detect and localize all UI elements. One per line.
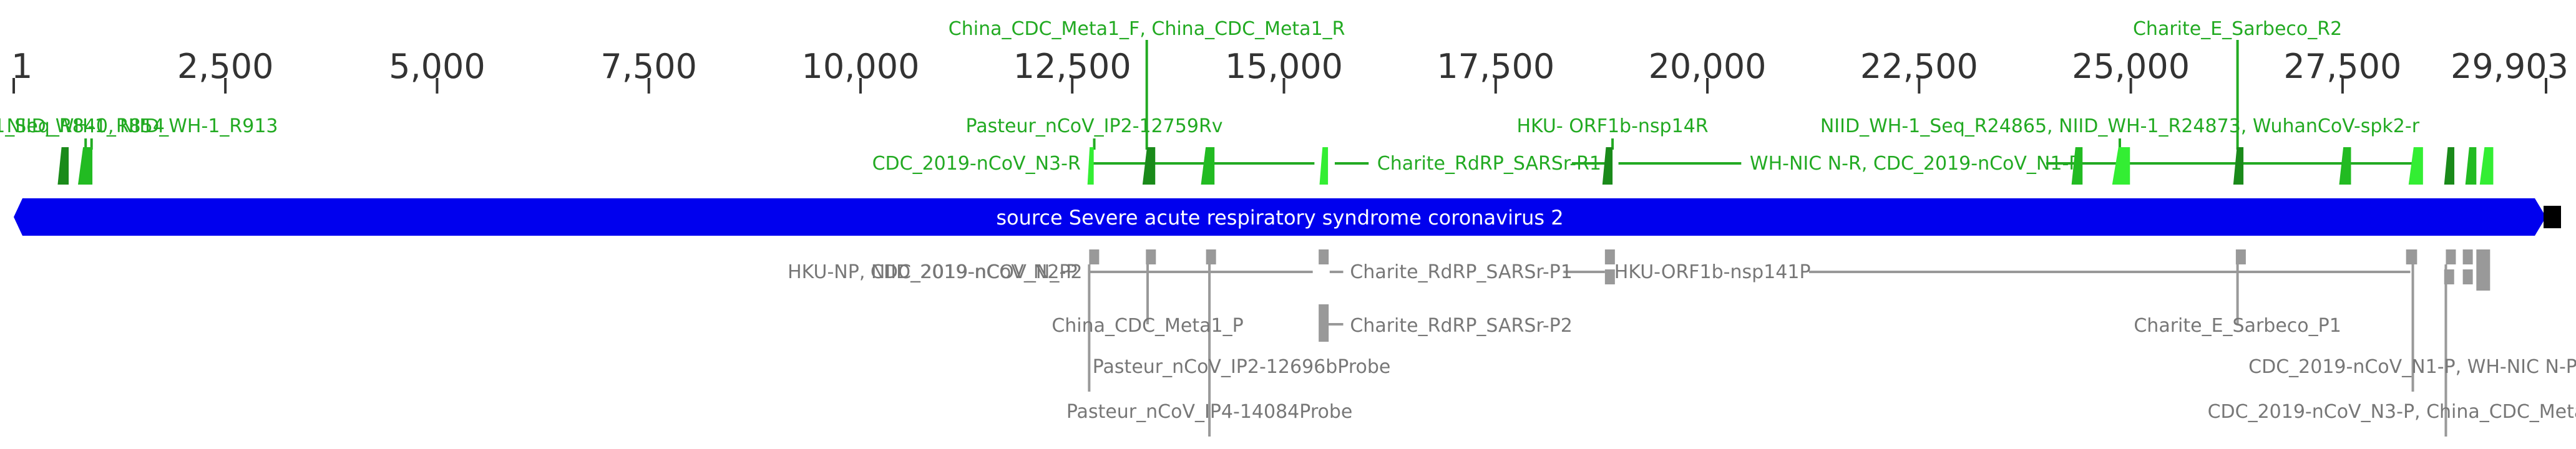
primer-mark	[1602, 147, 1613, 185]
primer-mark	[1142, 147, 1156, 185]
probe-label: Pasteur_nCoV_IP4-14084Probe	[1066, 401, 1353, 423]
probe-label: CDC_2019-nCoV_N3-P, China_CDC_Meta2_P	[2208, 401, 2576, 423]
primer-label: China_CDC_Meta1_F, China_CDC_Meta1_R	[949, 18, 1345, 40]
ruler-tick-label: 15,000	[1225, 47, 1343, 86]
probe-mark	[2406, 249, 2417, 264]
probe-label: HKU-NP, NIID_2019-nCOV_N_P2	[788, 261, 1082, 283]
primer-label: Pasteur_nCoV_IP2-12759Rv	[966, 115, 1223, 137]
source-feature-bar	[14, 198, 2546, 236]
probe-label: HKU-ORF1b-nsp141P	[1614, 261, 1811, 283]
primer-label: CDC_2019-nCoV_N3-R	[872, 153, 1081, 175]
ruler-tick-label: 17,500	[1437, 47, 1554, 86]
probe-label: Charite_RdRP_SARSr-P1	[1350, 261, 1572, 283]
primer-mark	[1319, 147, 1329, 185]
ruler-tick-label: 22,500	[1860, 47, 1978, 86]
probe-label: CDC_2019-nCoV_N2-P	[871, 261, 1077, 283]
ruler-tick-label: 27,500	[2283, 47, 2401, 86]
primer-mark	[2465, 147, 2477, 185]
primer-mark	[2112, 147, 2130, 185]
ruler-tick-label: 12,500	[1013, 47, 1131, 86]
probe-label: Pasteur_nCoV_IP2-12696bProbe	[1093, 356, 1391, 378]
probe-mark	[1089, 249, 1100, 264]
probe-mark	[1604, 269, 1615, 284]
primer-label: WH-NIC N-R, CDC_2019-nCoV_N1-R	[1750, 153, 2082, 175]
primer-mark	[2233, 147, 2244, 185]
ruler-tick-label: 5,000	[389, 47, 485, 86]
probe-mark	[1206, 249, 1216, 264]
ruler-tick-label: 20,000	[1649, 47, 1767, 86]
primer-mark	[2408, 147, 2423, 185]
probe-track	[1089, 249, 2491, 342]
probe-mark	[1319, 249, 1329, 264]
ruler-tick-label: 10,000	[801, 47, 919, 86]
ruler-tick-label: 1	[11, 47, 32, 86]
probe-label: Charite_RdRP_SARSr-P2	[1350, 315, 1572, 337]
primer-mark	[2339, 147, 2351, 185]
primer-track	[57, 147, 2494, 185]
primer-mark	[2071, 147, 2083, 185]
probe-mark	[1146, 249, 1156, 264]
probe-mark	[2462, 269, 2473, 284]
primer-mark	[2479, 147, 2494, 185]
ruler-tick-label: 25,000	[2072, 47, 2190, 86]
primer-label: HKU- ORF1b-nsp14R	[1517, 115, 1709, 137]
source-feature-end-cap	[2544, 206, 2561, 228]
probe-label: China_CDC_Meta1_P	[1051, 315, 1243, 337]
primer-mark	[1201, 147, 1215, 185]
ruler-tick-label: 2,500	[177, 47, 274, 86]
probe-mark	[2446, 249, 2456, 264]
primer-label: NIID_WH-1_Seq_R840, NIID_WH-1_R913	[0, 115, 278, 137]
source-feature-label: source Severe acute respiratory syndrome…	[996, 206, 1563, 229]
primer-mark	[1087, 147, 1094, 185]
probe-mark	[2462, 249, 2473, 264]
primer-mark	[78, 147, 93, 185]
probe-mark	[2235, 249, 2246, 264]
primer-mark	[2444, 147, 2455, 185]
probe-mark	[2476, 249, 2491, 291]
probe-label: Charite_E_Sarbeco_P1	[2134, 315, 2341, 337]
primer-mark	[57, 147, 69, 185]
primer-label: NIID_WH-1_Seq_R24865, NIID_WH-1_R24873, …	[1820, 115, 2420, 137]
probe-mark	[1604, 249, 1615, 264]
primer-label: Charite_E_Sarbeco_R2	[2133, 18, 2342, 40]
probe-label: CDC_2019-nCoV_N1-P, WH-NIC N-P	[2248, 356, 2576, 378]
primer-label: NIID_WH-1_R854	[6, 115, 164, 137]
ruler-tick-label: 7,500	[600, 47, 697, 86]
primer-label: Charite_RdRP_SARSr-R1	[1377, 153, 1601, 175]
ruler-tick-label: 29,903	[2451, 47, 2569, 86]
